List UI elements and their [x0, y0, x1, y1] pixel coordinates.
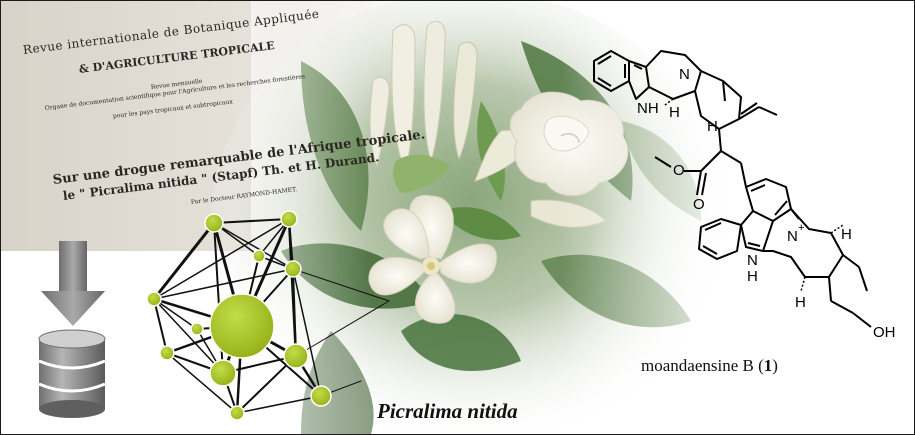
- atom-n-top: N: [679, 66, 690, 83]
- atom-h-bottom-nh: H: [747, 268, 758, 285]
- atom-h-top: H: [669, 104, 680, 121]
- database-icon: [38, 329, 106, 418]
- structure-bonds: [593, 50, 872, 328]
- atom-oh: OH: [873, 324, 896, 341]
- flower-main: [368, 194, 498, 324]
- compound-caption: moandaensine B (1): [641, 356, 778, 376]
- atom-nh-top: NH: [637, 100, 659, 117]
- atom-n-plus: N: [787, 228, 798, 245]
- compound-caption-close: ): [772, 356, 778, 375]
- atom-o-ester1: O: [673, 162, 685, 179]
- compound-name: moandaensine B (: [641, 356, 764, 375]
- atom-n-bottom: N: [747, 252, 758, 269]
- network-nodes: [146, 210, 332, 421]
- atom-h-bottom: H: [795, 294, 806, 311]
- atom-h-right-top: H: [707, 118, 718, 135]
- atom-o-ester2: O: [693, 196, 705, 213]
- species-name: Picralima nitida: [377, 399, 518, 423]
- atom-h-bottom-right: H: [841, 226, 852, 243]
- download-arrow-icon: [41, 241, 105, 326]
- compound-number: 1: [763, 356, 773, 375]
- atom-plus-charge: +: [798, 222, 805, 234]
